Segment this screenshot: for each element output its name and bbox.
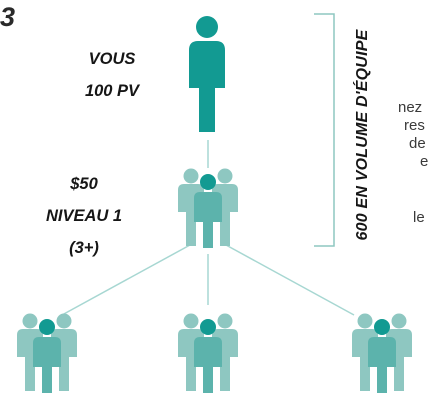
group-icon xyxy=(17,313,77,393)
group-icon xyxy=(178,168,238,248)
level1-count: (3+) xyxy=(69,239,99,257)
you-label: VOUS xyxy=(88,50,136,68)
body-text-fragment: de xyxy=(409,135,426,152)
team-volume-bracket xyxy=(314,13,335,247)
tree-connector xyxy=(225,244,355,316)
level1-amount: $50 xyxy=(70,175,98,193)
team-volume-label: 600 EN VOLUME D'ÉQUIPE xyxy=(343,10,383,260)
group-icon xyxy=(178,313,238,393)
you-pv-label: 100 PV xyxy=(84,82,140,100)
body-text-fragment: e xyxy=(420,153,429,170)
body-text-fragment: nez xyxy=(398,99,423,116)
group-icon xyxy=(352,313,412,393)
tree-connector xyxy=(61,244,191,316)
team-volume-text: 600 EN VOLUME D'ÉQUIPE xyxy=(354,29,371,241)
person-icon xyxy=(189,16,225,132)
body-text-fragment: le xyxy=(413,209,425,226)
body-text-fragment: res xyxy=(404,117,425,134)
heading-fragment: 3 xyxy=(0,2,16,32)
level1-label: NIVEAU 1 xyxy=(45,207,123,225)
